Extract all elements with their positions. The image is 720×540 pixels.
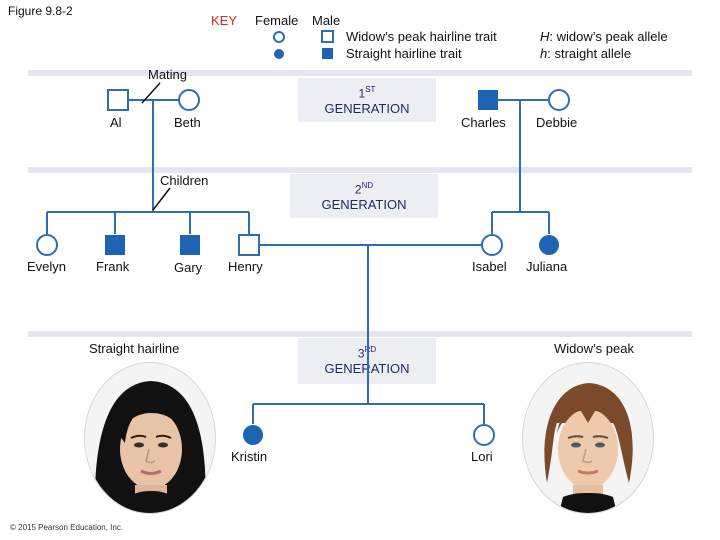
straight-hairline-face-icon <box>85 363 215 513</box>
name-beth: Beth <box>174 115 201 130</box>
key-title: KEY <box>211 13 238 28</box>
gen2-suffix: ND <box>361 181 374 190</box>
generation-band-1 <box>28 70 692 76</box>
allele-H-desc: : widow’s peak allele <box>549 29 668 44</box>
widows-peak-portrait <box>522 362 654 514</box>
name-henry: Henry <box>228 259 263 274</box>
name-al: Al <box>110 115 122 130</box>
key-female-affected-icon <box>274 49 284 59</box>
gary-symbol <box>180 235 200 255</box>
name-frank: Frank <box>96 259 130 274</box>
allele-h-symbol: h <box>540 46 548 61</box>
mating-label: Mating <box>148 67 188 82</box>
gen2-text: GENERATION <box>321 197 407 213</box>
allele-h-desc: : straight allele <box>547 46 632 61</box>
gen1-num: 1 <box>358 86 366 101</box>
frank-symbol <box>105 235 125 255</box>
isabel-symbol <box>481 234 503 256</box>
juliana-symbol <box>539 235 559 255</box>
key-male-affected-icon <box>322 48 333 59</box>
generation-band-3 <box>28 331 692 337</box>
name-charles: Charles <box>461 115 506 130</box>
widows-peak-label: Widow’s peak <box>554 341 634 356</box>
key-allele-H: H: widow’s peak allele <box>540 29 668 44</box>
debbie-symbol <box>548 89 570 111</box>
figure-label: Figure 9.8-2 <box>8 4 73 18</box>
name-debbie: Debbie <box>536 115 578 130</box>
charles-symbol <box>478 90 498 110</box>
kristin-symbol <box>243 425 263 445</box>
allele-H-symbol: H <box>540 29 550 44</box>
key-widows-peak-label: Widow’s peak hairline trait <box>346 29 497 44</box>
children-label: Children <box>160 173 209 188</box>
key-allele-h: h: straight allele <box>540 46 631 61</box>
name-evelyn: Evelyn <box>27 259 67 274</box>
mating-pointer <box>141 82 161 104</box>
name-isabel: Isabel <box>472 259 507 274</box>
henry-symbol <box>238 234 260 256</box>
key-male-unaffected-icon <box>321 30 334 43</box>
name-gary: Gary <box>174 260 203 275</box>
gen1-suffix: ST <box>365 85 376 94</box>
beth-symbol <box>178 89 200 111</box>
widows-peak-face-icon <box>523 363 653 513</box>
gen1-text: GENERATION <box>324 101 410 117</box>
gen3-num: 3 <box>357 346 365 361</box>
name-juliana: Juliana <box>526 259 568 274</box>
generation-label-1: 1ST GENERATION <box>298 78 436 122</box>
copyright: © 2015 Pearson Education, Inc. <box>10 523 124 532</box>
name-lori: Lori <box>471 449 493 464</box>
al-symbol <box>107 89 129 111</box>
key-female-label: Female <box>255 13 299 28</box>
generation-label-2: 2ND GENERATION <box>290 174 438 218</box>
straight-hairline-label: Straight hairline <box>89 341 180 356</box>
straight-hairline-portrait <box>84 362 216 514</box>
pedigree-lines <box>46 99 550 424</box>
name-kristin: Kristin <box>231 449 268 464</box>
lori-symbol <box>473 424 495 446</box>
key-female-unaffected-icon <box>273 31 285 43</box>
children-pointer <box>152 187 171 211</box>
gen2-num: 2 <box>354 182 362 197</box>
generation-band-2 <box>28 167 692 173</box>
gen3-suffix: RD <box>364 345 377 354</box>
key-straight-label: Straight hairline trait <box>346 46 462 61</box>
evelyn-symbol <box>36 234 58 256</box>
key-male-label: Male <box>312 13 341 28</box>
